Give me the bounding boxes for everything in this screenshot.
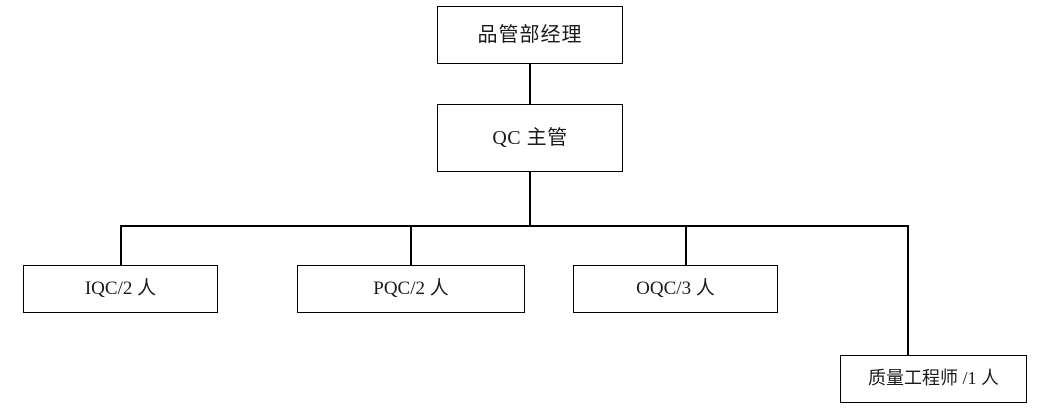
node-label-quality-engineer: 质量工程师 /1 人 — [867, 368, 999, 389]
node-pqc[interactable]: PQC/2 人 — [297, 265, 525, 313]
node-oqc[interactable]: OQC/3 人 — [573, 265, 778, 313]
connector-bus-to-pqc — [410, 225, 412, 265]
node-label-manager: 品管部经理 — [477, 24, 583, 46]
node-quality-department-manager[interactable]: 品管部经理 — [437, 6, 623, 64]
node-label-pqc: PQC/2 人 — [373, 277, 449, 299]
node-qc-supervisor[interactable]: QC 主管 — [437, 104, 623, 172]
connector-supervisor-to-bus — [529, 172, 531, 225]
connector-bus-to-quality-engineer — [907, 225, 909, 355]
connector-bus-to-oqc — [685, 225, 687, 265]
connector-horizontal-bus — [120, 225, 909, 227]
connector-manager-to-supervisor — [529, 64, 531, 104]
node-label-oqc: OQC/3 人 — [636, 277, 715, 299]
node-label-supervisor: QC 主管 — [492, 127, 568, 149]
node-label-iqc: IQC/2 人 — [84, 277, 157, 299]
node-quality-engineer[interactable]: 质量工程师 /1 人 — [840, 355, 1027, 403]
node-iqc[interactable]: IQC/2 人 — [23, 265, 218, 313]
connector-bus-to-iqc — [120, 225, 122, 265]
